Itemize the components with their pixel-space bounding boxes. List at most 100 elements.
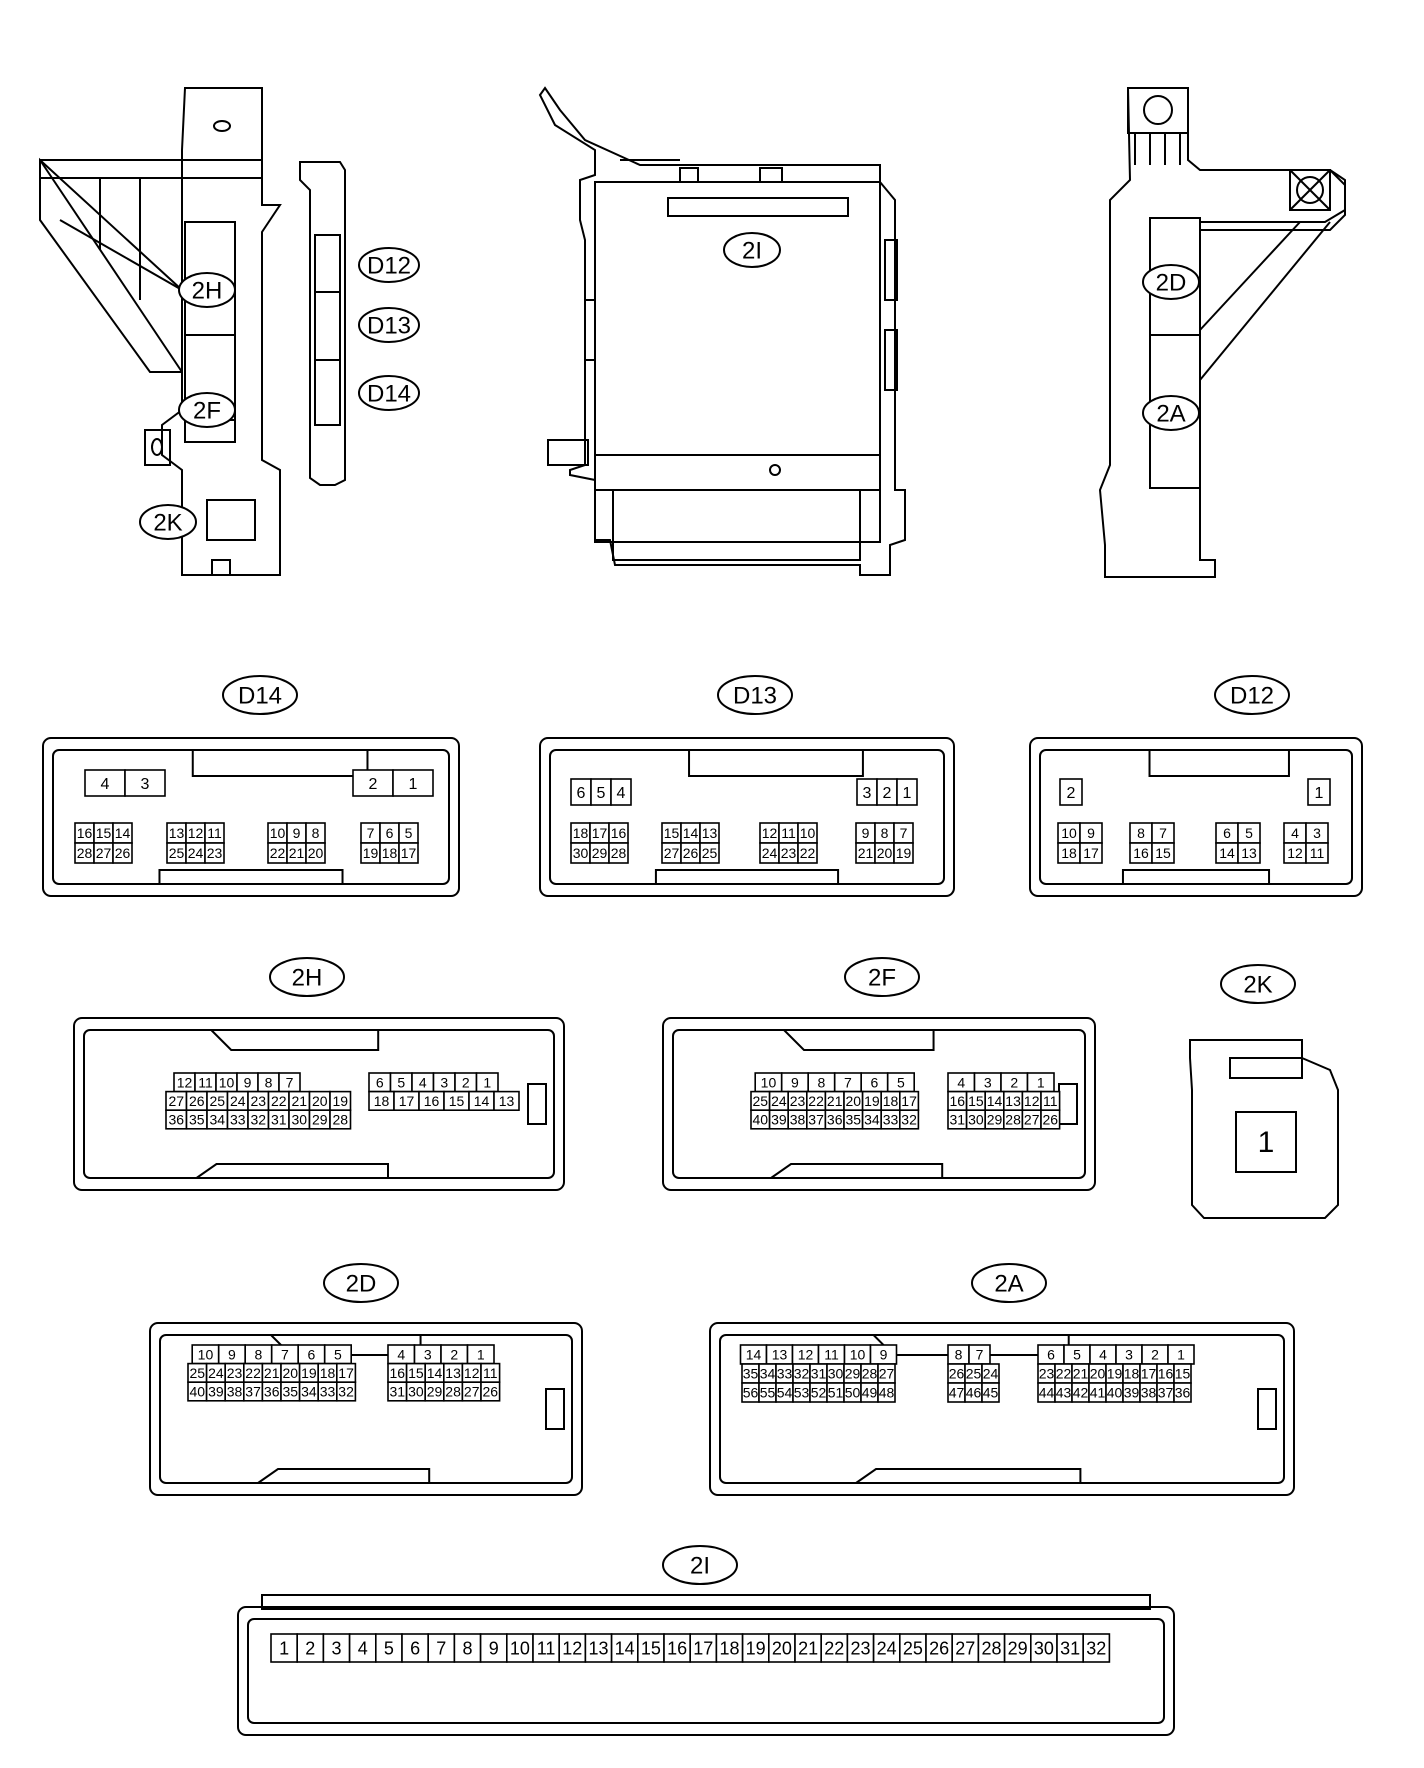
connector-2k-label: 2K bbox=[1220, 964, 1296, 1004]
pin-2f-24: 24 bbox=[768, 1090, 789, 1111]
pin-2f-15: 15 bbox=[965, 1090, 986, 1111]
pin-d14-10: 10 bbox=[267, 822, 288, 844]
pin-cell bbox=[453, 1633, 482, 1663]
pin-2a-51: 51 bbox=[826, 1382, 845, 1403]
pin-d14-25: 25 bbox=[166, 842, 187, 864]
pin-d13-22: 22 bbox=[797, 842, 818, 864]
pin-2h-5: 5 bbox=[389, 1072, 413, 1093]
pin-number: 22 bbox=[245, 1365, 261, 1381]
pin-number: 36 bbox=[1175, 1385, 1191, 1401]
pin-2a-14: 14 bbox=[739, 1344, 768, 1365]
pin-d13-23: 23 bbox=[778, 842, 799, 864]
pin-number: 44 bbox=[1039, 1385, 1055, 1401]
pin-number: 15 bbox=[968, 1093, 984, 1109]
pin-number: 24 bbox=[762, 845, 778, 861]
pin-2h-8: 8 bbox=[257, 1072, 280, 1093]
pin-number: 5 bbox=[597, 785, 606, 802]
pin-2a-50: 50 bbox=[843, 1382, 862, 1403]
connector-2f-housing bbox=[662, 1017, 1096, 1191]
pin-number: 5 bbox=[897, 1074, 905, 1090]
pin-number: 3 bbox=[424, 1346, 432, 1362]
pin-number: 9 bbox=[880, 1347, 888, 1363]
connector-d13-inner bbox=[549, 749, 945, 885]
pin-number: 9 bbox=[1087, 825, 1095, 841]
pin-2a-40: 40 bbox=[1105, 1382, 1124, 1403]
pin-2i-8: 8 bbox=[453, 1633, 482, 1663]
pin-2i-11: 11 bbox=[532, 1633, 561, 1663]
pin-number: 25 bbox=[903, 1638, 923, 1658]
pin-number: 29 bbox=[987, 1112, 1003, 1128]
pin-number: 23 bbox=[207, 845, 223, 861]
pin-number: 23 bbox=[850, 1638, 870, 1658]
pin-number: 30 bbox=[573, 845, 589, 861]
pin-2h-31: 31 bbox=[267, 1109, 290, 1130]
pin-number: 8 bbox=[462, 1638, 472, 1658]
pin-2f-16: 16 bbox=[947, 1090, 968, 1111]
pin-number: 40 bbox=[1107, 1385, 1123, 1401]
callout-2f: 2F bbox=[178, 392, 236, 428]
pin-cell bbox=[898, 1633, 927, 1663]
pin-number: 7 bbox=[1159, 825, 1167, 841]
callout-d14-oval bbox=[358, 375, 420, 411]
pin-2h-6: 6 bbox=[368, 1072, 392, 1093]
pin-2i-2: 2 bbox=[296, 1633, 325, 1663]
callout-2h: 2H bbox=[178, 272, 236, 308]
pin-number: 34 bbox=[864, 1112, 880, 1128]
pin-d14-1: 1 bbox=[392, 769, 434, 797]
pin-2d-24: 24 bbox=[205, 1362, 227, 1383]
connector-d13-label-oval bbox=[717, 675, 793, 715]
pin-number: 11 bbox=[781, 825, 796, 841]
pin-d13-9: 9 bbox=[855, 822, 876, 844]
pin-number: 27 bbox=[464, 1384, 480, 1400]
pin-cell bbox=[493, 1090, 520, 1111]
connector-2i-housing bbox=[237, 1606, 1175, 1736]
pin-2h-21: 21 bbox=[288, 1090, 311, 1111]
connector-d14-label: D14 bbox=[222, 675, 298, 715]
pin-number: 39 bbox=[771, 1112, 787, 1128]
connector-d12-key bbox=[1148, 750, 1290, 777]
pin-number: 26 bbox=[115, 845, 131, 861]
pin-number: 23 bbox=[790, 1093, 806, 1109]
pin-2h-23: 23 bbox=[247, 1090, 270, 1111]
pin-number: 38 bbox=[227, 1384, 243, 1400]
pin-2a-28: 28 bbox=[860, 1363, 879, 1384]
connector-d12-inner bbox=[1039, 749, 1353, 885]
pin-2f-3: 3 bbox=[973, 1072, 1002, 1093]
pin-d14-3: 3 bbox=[124, 769, 166, 797]
pin-number: 19 bbox=[363, 845, 379, 861]
pin-number: 12 bbox=[177, 1074, 193, 1090]
pin-2h-30: 30 bbox=[288, 1109, 311, 1130]
pin-number: 24 bbox=[188, 845, 204, 861]
pin-cell bbox=[1040, 1109, 1061, 1130]
pin-d12-7: 7 bbox=[1151, 822, 1175, 844]
pin-cell bbox=[84, 769, 126, 797]
pin-d13-4: 4 bbox=[610, 778, 632, 806]
pin-number: 24 bbox=[208, 1365, 224, 1381]
pin-2i-9: 9 bbox=[479, 1633, 508, 1663]
pin-2d-39: 39 bbox=[205, 1381, 227, 1402]
connector-2h-label-oval bbox=[269, 957, 345, 997]
pin-cell bbox=[322, 1633, 351, 1663]
pin-number: 2 bbox=[883, 785, 892, 802]
pin-number: 30 bbox=[1034, 1638, 1054, 1658]
pin-2i-23: 23 bbox=[846, 1633, 875, 1663]
pin-number: 9 bbox=[244, 1074, 252, 1090]
pin-d12-9: 9 bbox=[1079, 822, 1103, 844]
pin-number: 19 bbox=[301, 1365, 317, 1381]
pin-2a-5: 5 bbox=[1063, 1344, 1091, 1365]
pin-2d-21: 21 bbox=[261, 1362, 282, 1383]
callout-d14: D14 bbox=[358, 375, 420, 411]
pin-2d-8: 8 bbox=[244, 1344, 273, 1365]
pin-2a-56: 56 bbox=[741, 1382, 760, 1403]
connector-2d-label-text: 2D bbox=[346, 1271, 377, 1298]
pin-2h-22: 22 bbox=[267, 1090, 290, 1111]
callout-d13: D13 bbox=[358, 307, 420, 343]
pin-2f-18: 18 bbox=[880, 1090, 901, 1111]
pin-number: 15 bbox=[1175, 1366, 1191, 1382]
pin-number: 37 bbox=[808, 1112, 824, 1128]
connector-d13-housing bbox=[539, 737, 955, 897]
pin-cell bbox=[329, 1109, 352, 1130]
pin-2h-24: 24 bbox=[226, 1090, 249, 1111]
pin-2f-1: 1 bbox=[1026, 1072, 1055, 1093]
